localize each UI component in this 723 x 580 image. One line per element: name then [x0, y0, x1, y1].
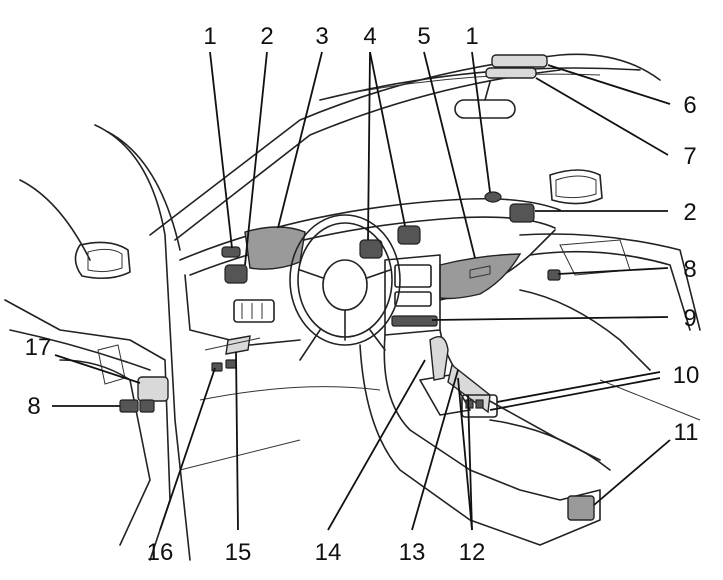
- callout-1-top-right: 1: [465, 23, 478, 50]
- callout-15: 15: [225, 539, 252, 566]
- callout-8-right: 8: [683, 256, 696, 283]
- callout-7: 7: [683, 143, 696, 170]
- callout-labels: 1 2 3 4 5 1 6 7 2 8 9 10 11 12 13 14 15 …: [25, 23, 700, 566]
- callout-2-top: 2: [260, 23, 273, 50]
- callout-8-left: 8: [27, 393, 40, 420]
- callout-5: 5: [417, 23, 430, 50]
- gear-shifter: [429, 336, 449, 381]
- callout-10: 10: [673, 362, 700, 389]
- callout-13: 13: [399, 539, 426, 566]
- callout-6: 6: [683, 92, 696, 119]
- callout-12: 12: [459, 539, 486, 566]
- callout-3: 3: [315, 23, 328, 50]
- callout-1-top-left: 1: [203, 23, 216, 50]
- instrument-cluster: [244, 226, 306, 270]
- overhead-light-upper: [491, 54, 548, 68]
- rear-outlet: [567, 495, 595, 521]
- callout-11: 11: [674, 419, 699, 446]
- leader-lines: [52, 51, 671, 531]
- callout-9: 9: [683, 305, 696, 332]
- interior-drawing: [4, 53, 701, 561]
- callout-14: 14: [315, 539, 342, 566]
- overhead-light-lower: [485, 67, 537, 79]
- callout-17: 17: [25, 334, 52, 361]
- callout-16: 16: [147, 539, 174, 566]
- callout-4: 4: [363, 23, 376, 50]
- callout-2-right: 2: [683, 199, 696, 226]
